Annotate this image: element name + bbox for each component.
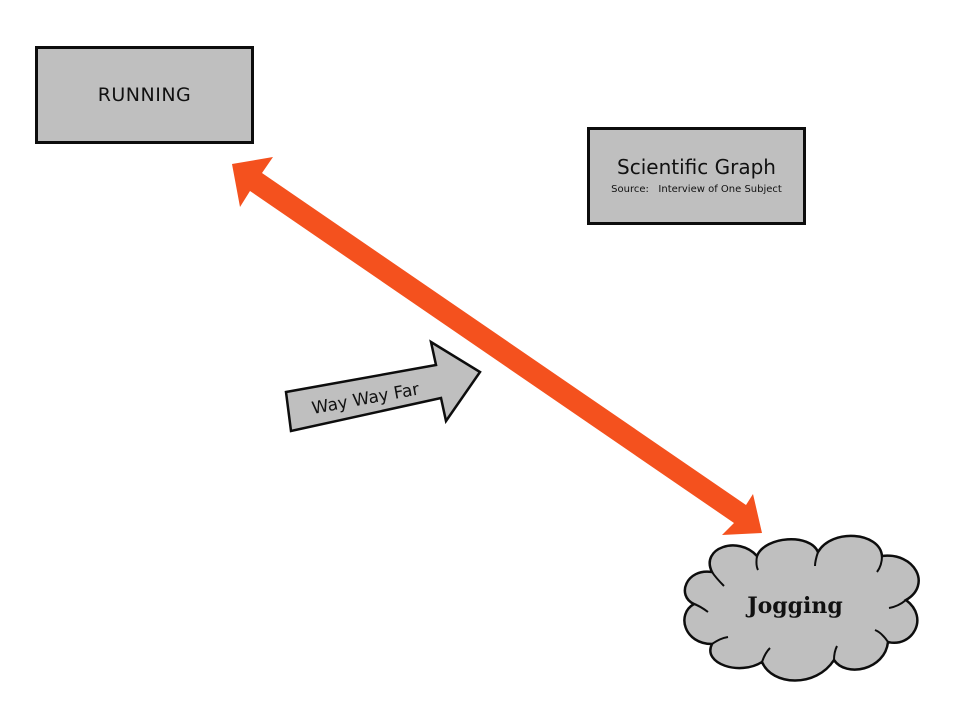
graph-source: Source: Interview of One Subject [611,184,782,195]
jogging-label: Jogging [745,593,843,619]
graph-title: Scientific Graph [617,155,776,179]
arrow-shaft-and-heads [232,157,762,535]
jogging-cloud[interactable]: Jogging [683,534,920,682]
double-arrow-connector[interactable] [232,157,762,535]
cloud-inner-curves [693,551,907,663]
way-way-far-arrow[interactable]: Way Way Far [284,339,482,433]
block-arrow-shape [284,339,482,433]
running-node[interactable]: RUNNING [35,46,254,144]
running-label: RUNNING [97,84,192,106]
cloud-shape [683,534,920,682]
chart-title-box: Scientific Graph Source: Interview of On… [587,127,806,225]
